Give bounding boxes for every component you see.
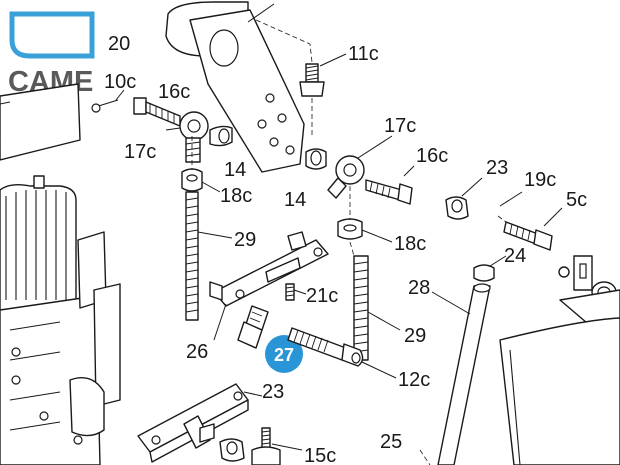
screw-10c: [91, 89, 125, 113]
label-18c-left: 18c: [220, 185, 252, 207]
label-23-bottom: 23: [262, 381, 284, 403]
motor-housing: [0, 175, 121, 465]
label-20: 20: [108, 33, 130, 55]
ball-joint-left: [133, 97, 233, 163]
bolt-21c: [285, 283, 307, 301]
label-19c: 19c: [524, 169, 556, 191]
callout-label-27: 27: [274, 345, 294, 365]
label-5c: 5c: [566, 189, 587, 211]
lower-bracket: [137, 383, 263, 463]
ball-joint-right: [305, 135, 415, 205]
arm-26: [209, 231, 329, 341]
label-21c: 21c: [306, 285, 338, 307]
screw-27: [237, 305, 269, 349]
label-14-b: 14: [284, 189, 306, 211]
side-panel-20: [0, 83, 81, 161]
label-11c: 11c: [348, 43, 379, 65]
label-25: 25: [380, 431, 402, 453]
label-28: 28: [408, 277, 430, 299]
bolt-11c: [299, 53, 347, 138]
logo-mark: [9, 11, 95, 59]
threaded-rod-left: [181, 168, 233, 321]
label-29-left: 29: [234, 229, 256, 251]
label-24: 24: [504, 245, 526, 267]
callout-badge-27: 27: [265, 335, 303, 373]
label-17c-left: 17c: [124, 141, 156, 163]
label-12c: 12c: [398, 369, 430, 391]
threaded-rod-right: [337, 218, 401, 361]
door-leaf: [499, 317, 620, 465]
top-bracket: [165, 1, 305, 173]
bolt-12c: [287, 327, 397, 379]
pole-28: [431, 283, 491, 465]
came-logo: CAME: [8, 11, 95, 98]
label-14-a: 14: [224, 159, 246, 181]
label-17c-right: 17c: [384, 115, 416, 137]
label-15c: 15c: [304, 445, 336, 465]
label-29-right: 29: [404, 325, 426, 347]
spacer-15c: [219, 427, 303, 465]
label-26: 26: [186, 341, 208, 363]
spacer-and-bolt-right: [445, 177, 563, 251]
label-10c: 10c: [104, 71, 136, 93]
label-16c-top: 16c: [158, 81, 190, 103]
label-16c-right: 16c: [416, 145, 448, 167]
label-23-top: 23: [486, 157, 508, 179]
label-18c-right: 18c: [394, 233, 426, 255]
